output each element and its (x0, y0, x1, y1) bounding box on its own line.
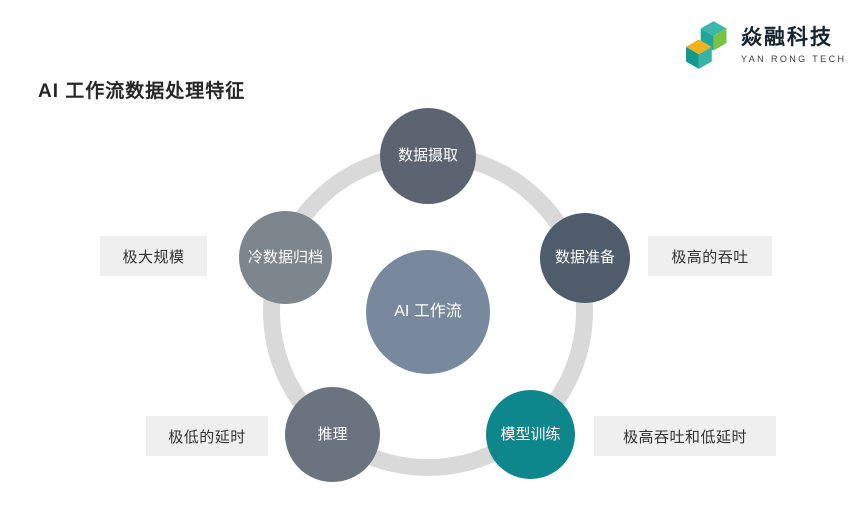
node-inference: 推理 (285, 387, 380, 482)
annotation-low-latency-label: 极低的延时 (168, 428, 246, 446)
node-data-ingestion-label: 数据摄取 (397, 147, 458, 164)
company-name-en: YAN RONG TECH (741, 53, 847, 64)
node-model-training-label: 模型训练 (500, 425, 561, 443)
node-ai-workflow-label: AI 工作流 (394, 303, 462, 321)
company-logo: 焱融科技 YAN RONG TECH (686, 20, 846, 70)
annotation-low-latency: 极低的延时 (146, 416, 268, 456)
node-cold-data-archive-label: 冷数据归档 (247, 248, 323, 266)
node-data-preparation-label: 数据准备 (554, 249, 615, 266)
node-cold-data-archive: 冷数据归档 (239, 211, 332, 304)
node-data-ingestion: 数据摄取 (380, 108, 476, 204)
logo-text: 焱融科技 YAN RONG TECH (741, 26, 846, 63)
annotation-high-throughput: 极高的吞吐 (648, 236, 772, 276)
annotation-extreme-scale: 极大规模 (100, 236, 207, 276)
node-ai-workflow-center: AI 工作流 (366, 250, 490, 374)
annotation-extreme-scale-label: 极大规模 (122, 248, 185, 266)
node-inference-label: 推理 (317, 425, 348, 443)
annotation-high-throughput-low-latency: 极高吞吐和低延时 (594, 416, 776, 456)
node-model-training: 模型训练 (486, 390, 575, 479)
page-title: AI 工作流数据处理特征 (38, 81, 246, 102)
yanrong-logo-icon (686, 21, 727, 69)
annotation-high-throughput-low-latency-label: 极高吞吐和低延时 (622, 428, 747, 446)
company-name: 焱融科技 (741, 26, 833, 50)
node-data-preparation: 数据准备 (540, 213, 630, 303)
annotation-high-throughput-label: 极高的吞吐 (671, 248, 749, 266)
